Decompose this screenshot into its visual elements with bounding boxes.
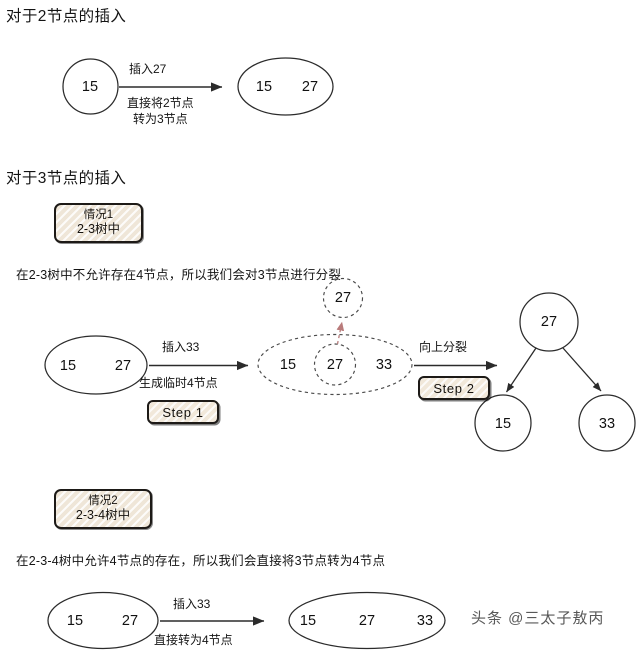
promoted-node-value: 27 — [334, 290, 352, 306]
case2-result-ellipse — [288, 591, 446, 650]
step-2-badge: Step 2 — [418, 376, 490, 400]
step-1-badge: Step 1 — [147, 400, 219, 424]
case2-result-value-1: 15 — [299, 613, 317, 629]
tree-root-value: 27 — [540, 314, 558, 330]
case1-arrow1-label-bottom: 生成临时4节点 — [139, 376, 218, 390]
two-node-arrow-label-top: 插入27 — [129, 62, 167, 76]
case2-callout-line1: 情况2 — [88, 495, 118, 507]
tree-right-child-circle — [578, 394, 636, 452]
case2-source-ellipse — [47, 591, 159, 650]
two-node-arrow-label-bottom-line2: 转为3节点 — [133, 112, 188, 127]
case1-source-value-2: 27 — [114, 358, 132, 374]
two-node-source-circle — [62, 58, 119, 115]
two-node-arrow-label-bottom-line1: 直接将2节点 — [127, 96, 194, 110]
tree-left-child-circle — [474, 394, 532, 452]
case1-callout-line1: 情况1 — [83, 209, 114, 221]
case2-explanation: 在2-3-4树中允许4节点的存在，所以我们会直接将3节点转为4节点 — [16, 554, 386, 568]
section-heading-three-node: 对于3节点的插入 — [6, 170, 127, 187]
case2-source-value-1: 15 — [66, 613, 84, 629]
case2-arrow-label-top: 插入33 — [173, 597, 211, 611]
two-node-result-value-2: 27 — [301, 79, 319, 95]
temp-node-value-1: 15 — [279, 357, 297, 373]
case2-result-value-2: 27 — [358, 613, 376, 629]
tree-root-circle — [519, 292, 579, 352]
tree-edge-left — [505, 347, 537, 393]
section-heading-two-node: 对于2节点的插入 — [6, 8, 127, 25]
promoted-node-circle — [322, 277, 364, 319]
case1-callout-box: 情况1 2-3树中 — [54, 203, 143, 243]
split-up-arrow — [336, 321, 345, 345]
case1-explanation: 在2-3树中不允许存在4节点，所以我们会对3节点进行分裂 — [16, 268, 342, 282]
two-node-source-value: 15 — [81, 79, 99, 95]
two-node-arrow-label-bottom: 直接将2节点 转为3节点 — [127, 95, 194, 127]
case2-source-value-2: 27 — [121, 613, 139, 629]
temp-node-value-3: 33 — [375, 357, 393, 373]
watermark-text: 头条 @三太子敖丙 — [471, 610, 605, 627]
two-node-result-value-1: 15 — [255, 79, 273, 95]
tree-edge-right — [562, 347, 602, 392]
temp-node-value-2: 27 — [326, 357, 344, 373]
tree-left-child-value: 15 — [494, 416, 512, 432]
case1-arrow2-label-top: 向上分裂 — [419, 340, 468, 354]
case2-result-value-3: 33 — [416, 613, 434, 629]
case1-arrow1-label-top: 插入33 — [162, 340, 200, 354]
two-node-result-ellipse — [237, 57, 334, 116]
case1-source-ellipse — [44, 335, 148, 395]
case1-source-value-1: 15 — [59, 358, 77, 374]
case2-arrow-label-bottom: 直接转为4节点 — [154, 633, 233, 647]
case2-callout-line2: 2-3-4树中 — [75, 508, 131, 523]
temp-promoted-value-circle — [313, 343, 357, 386]
case2-callout-box: 情况2 2-3-4树中 — [54, 489, 152, 529]
case1-callout-line2: 2-3树中 — [76, 222, 121, 237]
tree-right-child-value: 33 — [598, 416, 616, 432]
